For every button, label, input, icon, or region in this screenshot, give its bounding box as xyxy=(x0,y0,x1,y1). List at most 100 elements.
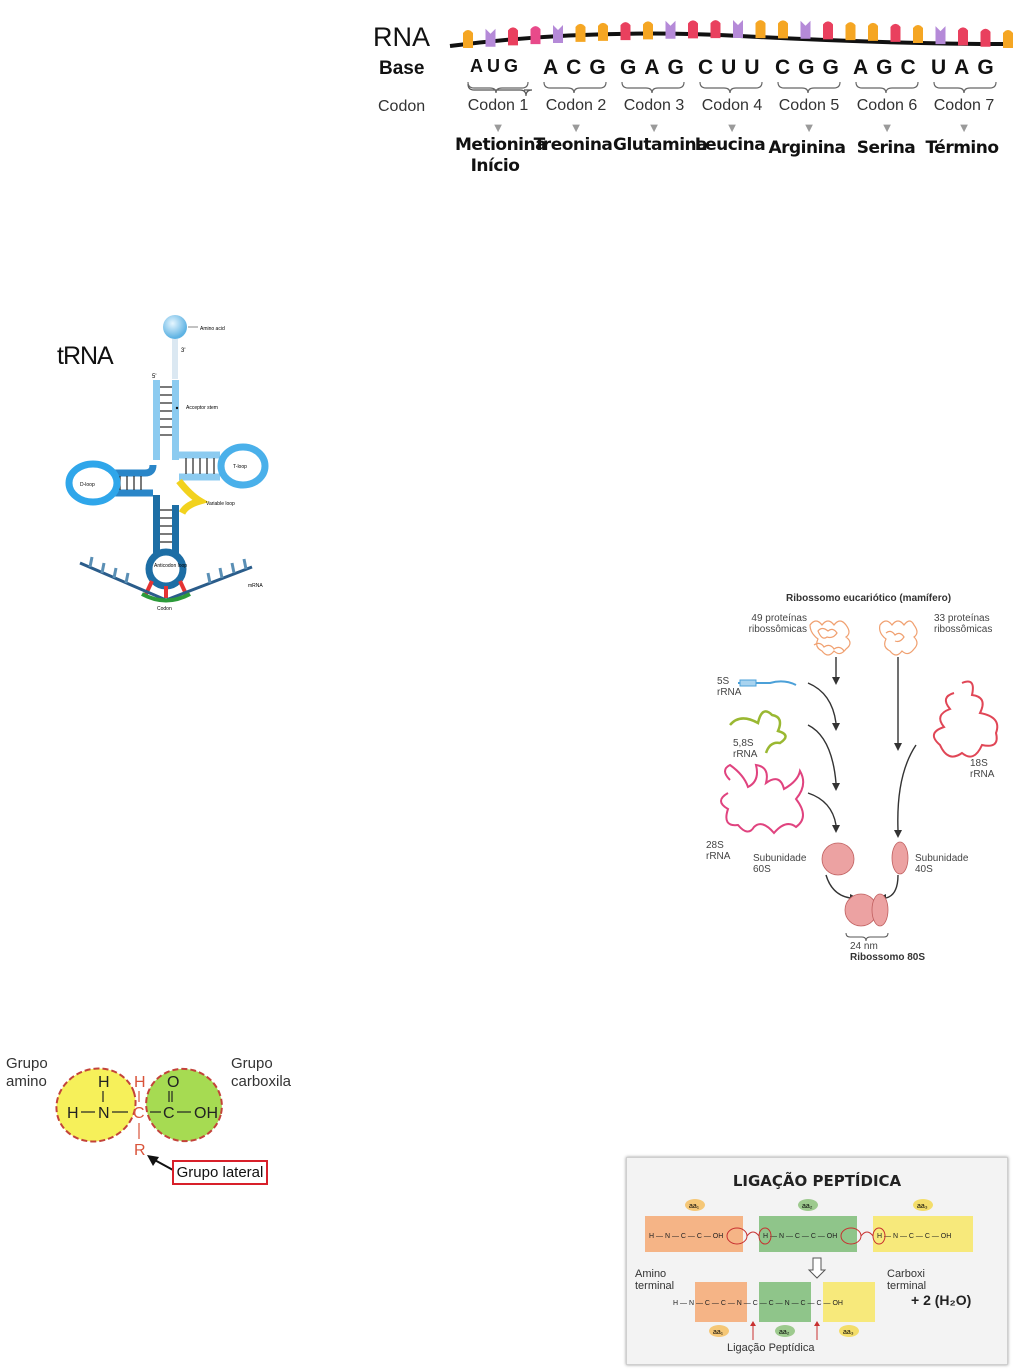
svg-text:C: C xyxy=(133,1105,145,1122)
nucleotide-tab xyxy=(980,28,991,47)
amino-acid-tag: Amino acid xyxy=(200,326,225,332)
nucleotide-tab xyxy=(710,20,721,39)
nucleotide-tab xyxy=(485,28,496,47)
ribosome-80s-label: Ribossomo 80S xyxy=(850,952,926,963)
arrow-down-icon: ▼ xyxy=(957,120,971,135)
base-1: AUG xyxy=(470,56,522,76)
nucleotide-tab xyxy=(935,26,946,45)
nucleotide-tab xyxy=(778,20,788,39)
amino-acid-1: Metionina Início xyxy=(455,135,547,177)
nucleotide-tab xyxy=(598,22,608,41)
nucleotide-tab xyxy=(800,20,811,39)
base-3: GAG xyxy=(620,56,692,79)
nucleotide-tab xyxy=(508,27,518,46)
amino-acid-7: Término xyxy=(925,138,999,158)
water-label: + 2 (H₂O) xyxy=(911,1292,972,1308)
svg-text:H — N — C — C — N — C — C — N: H — N — C — C — N — C — C — N — C — C — … xyxy=(673,1300,843,1307)
nucleotide-tab xyxy=(620,22,631,41)
svg-text:N: N xyxy=(98,1105,110,1122)
base-4: CUU xyxy=(698,56,768,79)
aa1-bottom: aa₁ xyxy=(713,1329,724,1336)
nucleotide-tab xyxy=(913,25,923,43)
acceptor-tag: Acceptor stem xyxy=(186,405,218,411)
rrna-18s-label: 18S rRNA xyxy=(970,758,995,780)
mrna-tag: mRNA xyxy=(248,583,263,589)
carboxy-terminal-label: Carboxi terminal xyxy=(887,1268,927,1292)
svg-text:O: O xyxy=(167,1074,179,1091)
svg-text:H: H xyxy=(134,1074,146,1091)
nucleotide-tab xyxy=(958,27,968,46)
svg-text:H: H xyxy=(67,1105,79,1122)
aa3-top: aa₃ xyxy=(917,1203,928,1210)
nucleotide-tab xyxy=(823,21,833,40)
aa2-top: aa₂ xyxy=(802,1203,813,1210)
codon-6-label: Codon 6 xyxy=(856,97,918,114)
codon-7-label: Codon 7 xyxy=(933,97,995,114)
five-prime-tag: 5' xyxy=(152,374,156,380)
peptide-bond-graphic: aa₁ aa₂ aa₃ H — N — C — C — OH H — N — C… xyxy=(645,1199,973,1340)
arrow-down-icon: ▼ xyxy=(802,120,816,135)
group-side-label: Grupo lateral xyxy=(172,1160,268,1185)
base-2: ACG xyxy=(543,56,614,79)
codon-1-label: Codon 1 xyxy=(467,97,529,114)
amino-acid-5: Arginina xyxy=(768,138,846,158)
rna-label: RNA xyxy=(373,22,431,52)
nucleotide-tab xyxy=(530,26,541,45)
codon-4-label: Codon 4 xyxy=(701,97,763,114)
amino-acid-4: Leucina xyxy=(694,135,766,155)
nucleotide-tab xyxy=(868,22,878,41)
anticodon-tag: Anticodon loop xyxy=(154,563,187,569)
svg-text:H — N — C — C — OH: H — N — C — C — OH xyxy=(763,1233,837,1240)
svg-text:C: C xyxy=(163,1105,175,1122)
three-prime-tag: 3' xyxy=(181,348,185,354)
d-loop-tag: D-loop xyxy=(80,482,95,488)
sub-60s-label: Subunidade 60S xyxy=(753,853,807,875)
nucleotide-tab xyxy=(733,20,743,38)
nucleotide-tab xyxy=(463,30,473,48)
codon-tag: Codon xyxy=(157,606,172,612)
base-7: UAG xyxy=(931,56,1002,79)
trna-title: tRNA xyxy=(57,342,114,370)
svg-text:H — N — C — C — OH: H — N — C — C — OH xyxy=(649,1233,723,1240)
codon-3-label: Codon 3 xyxy=(623,97,685,114)
proteins-small-label: 33 proteínas ribossômicas xyxy=(934,613,993,635)
svg-text:H: H xyxy=(98,1074,110,1091)
variable-tag: Variable loop xyxy=(206,501,235,507)
size-label: 24 nm xyxy=(850,941,878,952)
amino-terminal-label: Amino terminal xyxy=(635,1268,675,1292)
amino-acid-structure-graphic: H H N O C OH H C R xyxy=(55,1067,223,1159)
codon-row-label: Codon xyxy=(378,98,426,115)
aa3-bottom: aa₃ xyxy=(843,1329,854,1336)
trna-structure-graphic: Amino acid 3' 5' Acceptor stem T-loop xyxy=(65,315,269,612)
svg-text:H — N — C — C — OH: H — N — C — C — OH xyxy=(877,1233,951,1240)
rrna-5s-label: 5S rRNA xyxy=(717,676,742,698)
t-loop-tag: T-loop xyxy=(233,464,247,470)
codon-brackets xyxy=(467,81,997,94)
rrna-28s-label: 28S rRNA xyxy=(706,840,731,862)
arrow-down-icon: ▼ xyxy=(725,120,739,135)
rna-strand-graphic xyxy=(449,20,1013,97)
peptide-title: LIGAÇÃO PEPTÍDICA xyxy=(732,1172,902,1190)
nucleotide-tab xyxy=(1003,30,1013,48)
aa2-bottom: aa₂ xyxy=(779,1329,790,1336)
amino-acid-1-name: Metionina xyxy=(455,135,547,155)
base-label: Base xyxy=(379,58,425,79)
base-5: CGG xyxy=(775,56,847,79)
arrow-down-icon: ▼ xyxy=(647,120,661,135)
base-6: AGC xyxy=(853,56,924,79)
ribosome-assembly-graphic xyxy=(720,620,999,942)
svg-text:OH: OH xyxy=(194,1105,218,1122)
nucleotide-tab xyxy=(643,21,653,40)
nucleotide-tab xyxy=(575,23,586,42)
nucleotide-tab xyxy=(755,20,766,39)
ribosome-title: Ribossomo eucariótico (mamífero) xyxy=(786,593,952,604)
peptide-panel: LIGAÇÃO PEPTÍDICA aa₁ aa₂ aa₃ H — N — C … xyxy=(626,1157,1008,1365)
amino-acid-2: Treonina xyxy=(533,135,613,155)
nucleotide-tab xyxy=(845,22,856,41)
group-amino-label: Grupo amino xyxy=(6,1055,48,1090)
proteins-large-label: 49 proteínas ribossômicas xyxy=(748,613,807,635)
pointer-arrow-icon xyxy=(147,1155,174,1171)
amino-acid-6: Serina xyxy=(856,138,916,158)
start-label: Início xyxy=(470,156,520,176)
nucleotide-tab xyxy=(890,23,901,42)
